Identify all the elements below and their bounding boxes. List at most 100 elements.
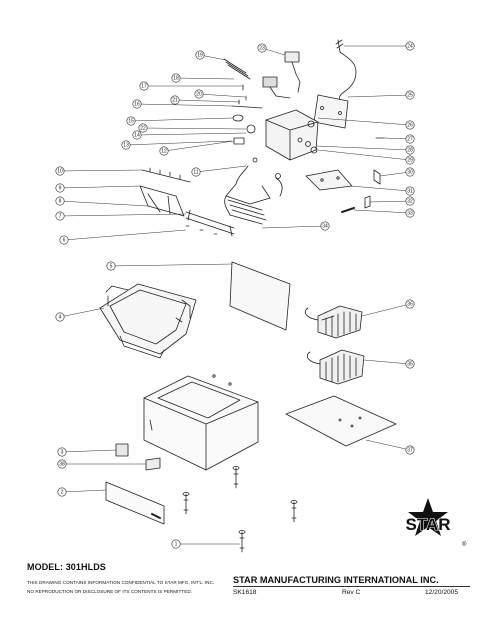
callout-5: 5 <box>106 261 116 271</box>
callout-number: 13 <box>123 142 129 148</box>
callout-number: 16 <box>134 101 140 107</box>
callout-23: 23 <box>257 43 267 53</box>
callout-number: 32 <box>407 198 413 204</box>
callout-number: 34 <box>322 223 328 229</box>
callout-number: 38 <box>59 461 65 467</box>
callout-1: 1 <box>171 539 181 549</box>
callout-10: 10 <box>55 166 65 176</box>
callout-number: 29 <box>407 157 413 163</box>
callout-number: 5 <box>110 263 113 269</box>
callout-8: 8 <box>55 196 65 206</box>
junction-plate-part <box>313 94 349 129</box>
back-panel-part <box>229 261 291 331</box>
callout-2: 2 <box>57 487 67 497</box>
callout-28: 28 <box>405 145 415 155</box>
callout-number: 30 <box>407 169 413 175</box>
callout-12: 12 <box>159 146 169 156</box>
callout-20: 20 <box>194 89 204 99</box>
callout-30: 30 <box>405 167 415 177</box>
callout-number: 23 <box>259 45 265 51</box>
callout-number: 15 <box>128 118 134 124</box>
callout-number: 3 <box>61 449 64 455</box>
callout-24: 24 <box>405 41 415 51</box>
callout-number: 35 <box>407 361 413 367</box>
callout-number: 1 <box>175 541 178 547</box>
leader-lines <box>59 45 411 545</box>
callout-33: 33 <box>405 208 415 218</box>
callout-number: 24 <box>407 43 413 49</box>
contactor-part <box>262 51 301 99</box>
callout-number: 20 <box>196 91 202 97</box>
callout-18: 18 <box>171 73 181 83</box>
callout-31: 31 <box>405 186 415 196</box>
callout-38: 38 <box>57 459 67 469</box>
callout-number: 37 <box>407 447 413 453</box>
revision-date: 12/20/2005 <box>425 589 459 596</box>
callout-number: 33 <box>407 210 413 216</box>
callout-number: 25 <box>407 92 413 98</box>
control-box-part <box>265 109 319 161</box>
callout-number: 31 <box>407 188 413 194</box>
callout-number: 11 <box>193 169 198 175</box>
callout-29: 29 <box>405 155 415 165</box>
bracket-clip-part <box>341 137 385 213</box>
title-block-divider <box>233 586 470 587</box>
callout-21: 21 <box>170 95 180 105</box>
callout-35: 35 <box>405 359 415 369</box>
callout-14: 14 <box>132 130 142 140</box>
switch-part <box>115 443 129 457</box>
drawing-number: SK1618 <box>233 589 257 596</box>
callout-19: 19 <box>195 50 205 60</box>
callout-number: 28 <box>407 147 413 153</box>
callout-number: 10 <box>57 168 63 174</box>
callout-number: 6 <box>63 237 66 243</box>
callout-4: 4 <box>55 312 65 322</box>
fry-basket-lower-part <box>306 349 365 385</box>
callout-number: 17 <box>141 83 147 89</box>
star-logo: STAR ® <box>405 498 467 548</box>
callout-36: 36 <box>405 299 415 309</box>
callout-number: 21 <box>172 97 178 103</box>
callout-7: 7 <box>55 211 65 221</box>
callout-number: 9 <box>59 185 62 191</box>
power-cord-part <box>335 39 357 103</box>
callout-13: 13 <box>121 140 131 150</box>
knob-parts <box>231 84 263 145</box>
confidential-notice-line1: THIS DRAWING CONTAINS INFORMATION CONFID… <box>27 580 215 585</box>
fry-basket-upper-part <box>304 305 363 339</box>
callout-number: 14 <box>134 132 140 138</box>
heating-element-part <box>224 157 283 225</box>
callout-37: 37 <box>405 445 415 455</box>
callout-16: 16 <box>132 99 142 109</box>
callout-number: 12 <box>161 148 167 154</box>
front-panel-part <box>105 481 165 525</box>
bottom-plate-part <box>285 395 397 447</box>
callout-11: 11 <box>191 167 201 177</box>
label-plate-part <box>145 457 161 471</box>
callout-number: 22 <box>140 125 146 131</box>
model-label: MODEL: 301HLDS <box>27 562 106 572</box>
callout-9: 9 <box>55 183 65 193</box>
callout-number: 2 <box>61 489 64 495</box>
callout-number: 27 <box>407 136 413 142</box>
revision-label: Rev C <box>342 589 361 596</box>
callout-25: 25 <box>405 90 415 100</box>
element-bracket-part <box>139 167 191 217</box>
callout-number: 18 <box>173 75 179 81</box>
heater-rods-part <box>223 58 251 80</box>
callout-32: 32 <box>405 196 415 206</box>
callout-3: 3 <box>57 447 67 457</box>
confidential-notice-line2: NO REPRODUCTION OR DISCLOSURE OF ITS CON… <box>27 589 193 594</box>
logo-registered-mark: ® <box>462 541 467 548</box>
callout-27: 27 <box>405 134 415 144</box>
callout-number: 8 <box>59 198 62 204</box>
callout-26: 26 <box>405 120 415 130</box>
callout-number: 4 <box>59 314 62 320</box>
element-rack-part <box>185 209 235 237</box>
callout-number: 26 <box>407 122 413 128</box>
callout-34: 34 <box>320 221 330 231</box>
fry-pot-part <box>99 283 197 359</box>
callout-15: 15 <box>126 116 136 126</box>
